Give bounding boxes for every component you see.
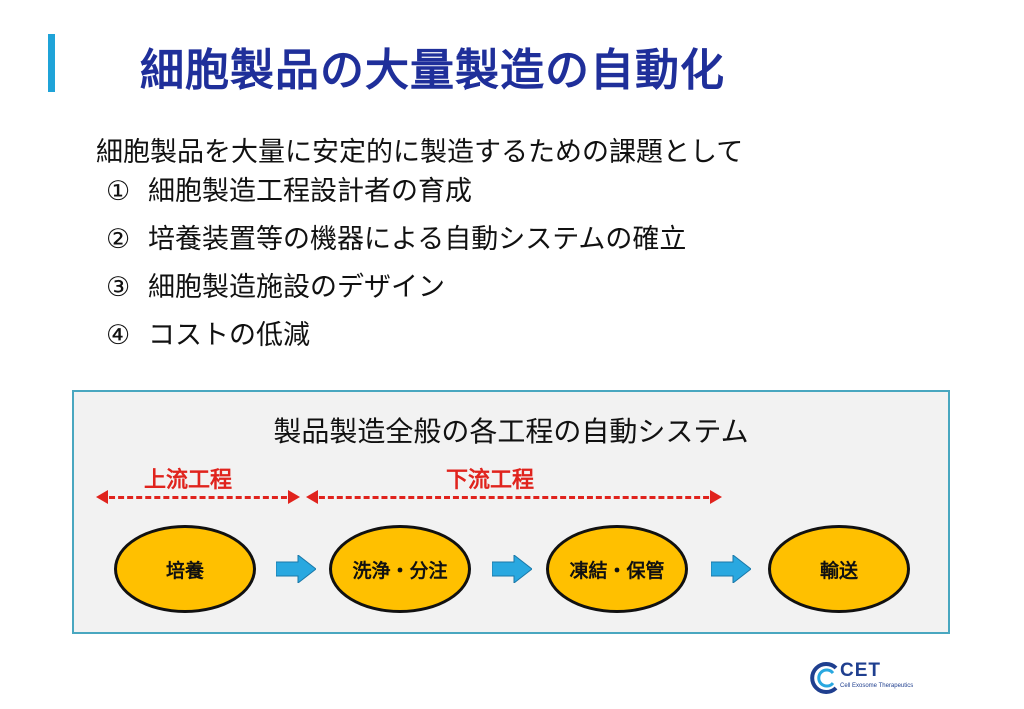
upstream-range-arrow [96, 490, 300, 504]
downstream-range-arrow [306, 490, 722, 504]
issue-item: ③ 細胞製造施設のデザイン [106, 268, 686, 316]
issue-text: 細胞製造工程設計者の育成 [148, 176, 472, 207]
flow-arrow-icon [492, 555, 532, 583]
arrowhead-left-icon [306, 490, 318, 504]
intro-text: 細胞製品を大量に安定的に製造するための課題として [96, 137, 744, 168]
issue-item: ② 培養装置等の機器による自動システムの確立 [106, 220, 686, 268]
issue-number: ② [106, 224, 131, 255]
issue-text: 細胞製造施設のデザイン [148, 272, 445, 303]
arrowhead-right-icon [710, 490, 722, 504]
slide-title: 細胞製品の大量製造の自動化 [140, 45, 725, 96]
arrowhead-left-icon [96, 490, 108, 504]
downstream-label: 下流工程 [446, 468, 535, 493]
company-logo: CET Cell Exosome Therapeutics [806, 660, 926, 696]
step-freeze-store: 凍結・保管 [546, 525, 688, 613]
process-panel-title: 製品製造全般の各工程の自動システム [273, 415, 749, 448]
logo-tagline: Cell Exosome Therapeutics [840, 683, 914, 689]
issue-number: ① [106, 176, 131, 207]
upstream-label: 上流工程 [144, 468, 233, 493]
flow-arrow-icon [711, 555, 751, 583]
issue-item: ④ コストの低減 [106, 316, 686, 364]
process-panel: 製品製造全般の各工程の自動システム 上流工程 下流工程 培養 洗浄・分注 凍結・… [72, 390, 950, 634]
step-transport: 輸送 [768, 525, 910, 613]
issue-list: ① 細胞製造工程設計者の育成 ② 培養装置等の機器による自動システムの確立 ③ 細胞製… [106, 172, 686, 364]
issue-number: ④ [106, 320, 131, 351]
step-wash-dispense: 洗浄・分注 [329, 525, 471, 613]
logo-name: CET [840, 660, 881, 681]
issue-text: コストの低減 [148, 320, 310, 351]
issue-item: ① 細胞製造工程設計者の育成 [106, 172, 686, 220]
arrowhead-right-icon [288, 490, 300, 504]
issue-text: 培養装置等の機器による自動システムの確立 [148, 224, 687, 255]
flow-arrow-icon [276, 555, 316, 583]
logo-swirl-icon [810, 662, 838, 694]
title-accent-bar [48, 34, 55, 92]
issue-number: ③ [106, 272, 131, 303]
step-culture: 培養 [114, 525, 256, 613]
